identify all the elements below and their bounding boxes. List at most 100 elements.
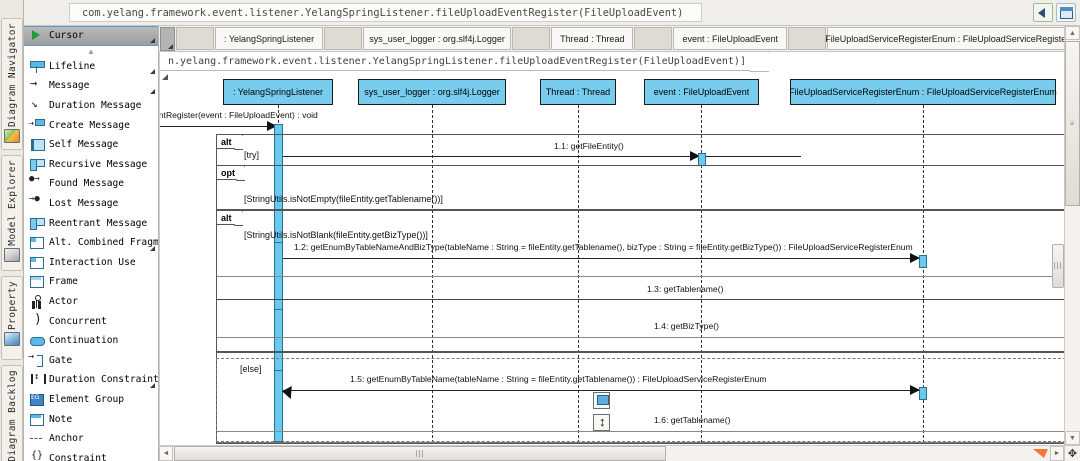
message-line-1-6[interactable]	[217, 431, 1064, 432]
palette-item-lost-message[interactable]: Lost Message	[24, 194, 158, 214]
header-cell-event[interactable]: event : FileUploadEvent	[673, 27, 788, 50]
palette-item-found-message[interactable]: Found Message	[24, 174, 158, 194]
breadcrumb[interactable]: com.yelang.framework.event.listener.Yela…	[69, 3, 703, 22]
sync-to-code-icon[interactable]	[1033, 3, 1053, 22]
rail-tab-label: Model Explorer	[6, 160, 18, 246]
resize-height-icon[interactable]	[593, 414, 610, 431]
palette-item-anchor[interactable]: Anchor	[24, 429, 158, 449]
rail-tab-diagram-backlog[interactable]: Diagram Backlog	[1, 365, 23, 461]
message-label-1-5: 1.5: getEnumByTableName(tableName : Stri…	[350, 374, 767, 384]
lifeline-box-event[interactable]: event : FileUploadEvent	[644, 79, 759, 105]
fragment-guard-isnotblank: [StringUtils.isNotBlank(fileEntity.getBi…	[244, 230, 428, 240]
palette-item-label: Create Message	[49, 119, 130, 131]
scroll-thumb-grip: ≡	[1069, 120, 1076, 127]
palette-item-element-group[interactable]: Element Group	[24, 390, 158, 410]
diagram-navigator-icon	[4, 129, 20, 144]
chevron-expand-icon[interactable]	[150, 88, 155, 94]
palette-scroll-up[interactable]: ▲	[87, 46, 95, 56]
message-line-1-4[interactable]	[217, 337, 1064, 338]
message-line-1-1[interactable]	[283, 156, 801, 157]
header-corner-handle[interactable]	[160, 26, 175, 51]
vertical-scrollbar[interactable]: ▲ ≡ ▼	[1064, 26, 1080, 445]
palette-item-actor[interactable]: Actor	[24, 292, 158, 312]
lifeline-dash-fileuploadserviceregisterenum	[923, 105, 924, 443]
palette-item-label: Frame	[49, 276, 78, 288]
palette-item-cursor[interactable]: Cursor	[24, 26, 158, 46]
scroll-down-button[interactable]: ▼	[1065, 431, 1080, 445]
message-line-1-5[interactable]	[283, 390, 920, 391]
chevron-expand-icon[interactable]	[150, 245, 155, 251]
rail-tab-diagram-navigator[interactable]: Diagram Navigator	[1, 18, 23, 150]
chevron-expand-icon[interactable]	[150, 37, 155, 43]
palette-item-interaction-use[interactable]: Interaction Use	[24, 253, 158, 273]
palette-item-reentrant-message[interactable]: Reentrant Message	[24, 213, 158, 233]
fragment-operator-label: alt	[217, 211, 243, 225]
header-cell-yelangspringlistener[interactable]: : YelangSpringListener	[215, 27, 324, 50]
palette-item-duration-message[interactable]: Duration Message	[24, 96, 158, 116]
scroll-up-button[interactable]: ▲	[1065, 26, 1080, 40]
combined-fragment-opt[interactable]: opt	[216, 165, 1064, 210]
rail-tab-property[interactable]: Property	[1, 276, 23, 360]
palette-item-label: Interaction Use	[49, 256, 136, 268]
pan-tool-icon[interactable]: ✥	[1064, 445, 1080, 461]
horizontal-scrollbar[interactable]: ◄ ||| ►	[159, 445, 1064, 461]
chevron-expand-icon[interactable]	[150, 69, 155, 75]
message-line-1-3[interactable]	[217, 299, 1064, 300]
palette-item-continuation[interactable]: Continuation	[24, 331, 158, 351]
lifeline-box-fileuploadserviceregisterenum[interactable]: FileUploadServiceRegisterEnum : FileUplo…	[789, 79, 1057, 105]
palette-item-label: Continuation	[49, 335, 119, 347]
continuation-icon	[30, 334, 45, 347]
palette-item-message[interactable]: Message	[24, 76, 158, 96]
top-toolbar-buttons	[1033, 3, 1076, 22]
scroll-left-button[interactable]: ◄	[159, 446, 173, 461]
open-panel-icon[interactable]	[1056, 3, 1076, 22]
palette-item-label: Anchor	[49, 433, 84, 445]
horizontal-scroll-thumb[interactable]: |||	[174, 446, 666, 461]
lifeline-box-sys-user-logger[interactable]: sys_user_logger : org.slf4j.Logger	[358, 79, 506, 105]
activation-stub-enum-1-2[interactable]	[919, 255, 927, 268]
incoming-message-line[interactable]	[160, 126, 278, 127]
header-gap	[324, 27, 363, 50]
frame-resize-handle[interactable]	[162, 74, 168, 80]
combined-fragment-alt-biztype[interactable]: alt	[216, 210, 1064, 352]
message-line-1-2[interactable]	[283, 258, 920, 259]
palette-item-concurrent[interactable]: Concurrent	[24, 311, 158, 331]
palette-item-note[interactable]: Note	[24, 409, 158, 429]
palette-item-gate[interactable]: Gate	[24, 351, 158, 371]
palette-item-constraint[interactable]: Constraint	[24, 448, 158, 461]
palette-item-frame[interactable]: Frame	[24, 272, 158, 292]
header-gap	[788, 27, 827, 50]
palette-item-label: Found Message	[49, 178, 125, 190]
palette-item-recursive-message[interactable]: Recursive Message	[24, 155, 158, 175]
diagram-canvas[interactable]: n.yelang.framework.event.listener.Yelang…	[159, 52, 1064, 445]
activation-bar-1-5[interactable]	[274, 370, 283, 442]
lifeline-dash-sys-user-logger	[432, 105, 433, 443]
canvas-inner-scroll-grip[interactable]: |||	[1052, 244, 1064, 288]
palette-item-label: Lifeline	[49, 60, 96, 72]
combined-fragment-else[interactable]	[216, 358, 1064, 442]
chevron-expand-icon[interactable]	[150, 382, 155, 388]
palette-item-self-message[interactable]: Self Message	[24, 135, 158, 155]
header-cell-fileuploadserviceregisterenum[interactable]: FileUploadServiceRegisterEnum : FileUplo…	[825, 27, 1064, 50]
header-cell-sys-user-logger[interactable]: sys_user_logger : org.slf4j.Logger	[363, 27, 512, 50]
palette-item-lifeline[interactable]: Lifeline	[24, 57, 158, 77]
vertical-scroll-thumb[interactable]: ≡	[1065, 41, 1080, 206]
fragment-guard-opt: [StringUtils.isNotEmpty(fileEntity.getTa…	[244, 194, 443, 204]
palette-item-label: Gate	[49, 354, 73, 366]
palette-item-duration-constraint[interactable]: Duration Constraint	[24, 370, 158, 390]
activation-stub-enum-1-5[interactable]	[919, 387, 927, 400]
lifeline-box-thread[interactable]: Thread : Thread	[540, 79, 616, 105]
palette-item-create-message[interactable]: Create Message	[24, 115, 158, 135]
rail-tab-model-explorer[interactable]: Model Explorer	[1, 155, 23, 271]
palette-item-label: Element Group	[49, 393, 125, 405]
open-specification-icon[interactable]	[593, 392, 610, 409]
scroll-thumb-grip: |||	[415, 450, 425, 457]
palette-item-label: Duration Constraint	[49, 374, 159, 386]
scroll-right-button[interactable]: ►	[1050, 446, 1064, 461]
rail-tab-label: Diagram Navigator	[6, 23, 18, 128]
header-cell-thread[interactable]: Thread : Thread	[551, 27, 634, 50]
lifeline-box-yelangspringlistener[interactable]: : YelangSpringListener	[223, 79, 333, 105]
palette-item-alt-combined-fragment[interactable]: Alt. Combined Fragment	[24, 233, 158, 253]
constraint-icon	[30, 450, 43, 461]
